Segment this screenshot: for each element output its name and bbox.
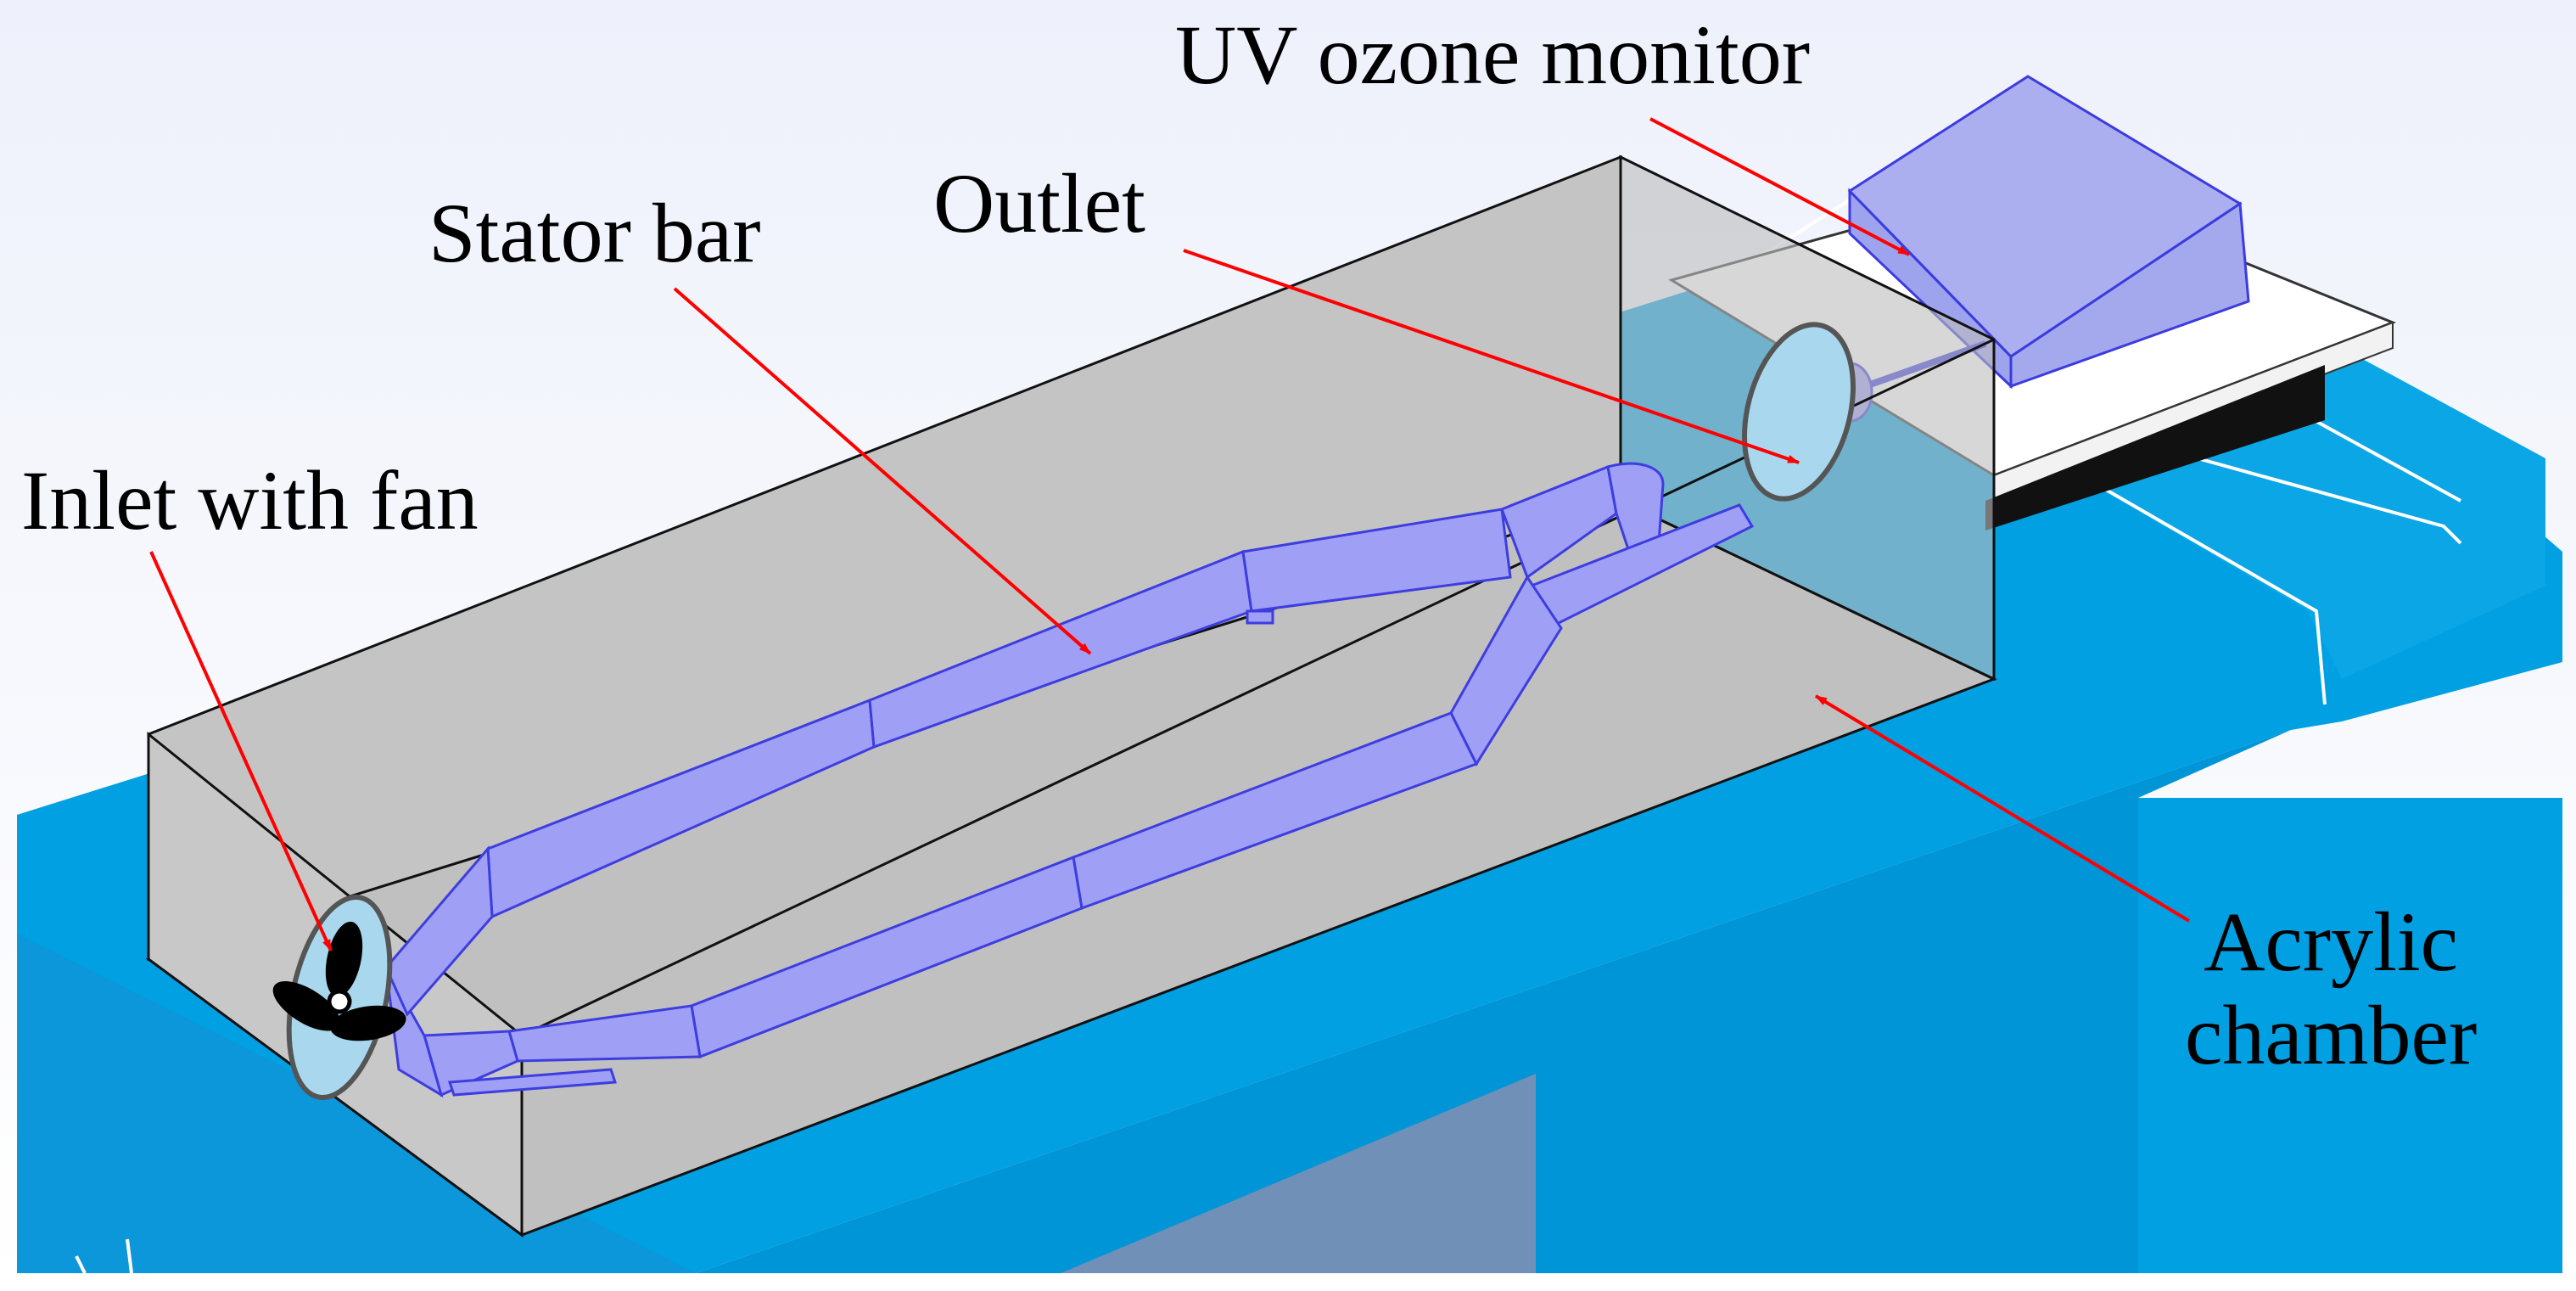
table-side — [696, 730, 2291, 1273]
stator-bend — [384, 845, 494, 1017]
stator-lead — [447, 1068, 618, 1097]
window-panel — [1061, 1074, 1536, 1273]
stator-bar-label: Stator bar — [428, 186, 761, 280]
table-detail — [126, 1238, 133, 1274]
uv-monitor-side — [2009, 201, 2250, 389]
fan-blades — [272, 921, 406, 1041]
arrow-outlet — [1183, 249, 1800, 464]
platform-black-side — [1985, 365, 2325, 530]
inlet-fan — [272, 895, 406, 1100]
shelf-edge-2 — [2197, 457, 2462, 545]
table-detail — [75, 1255, 87, 1274]
outlet-disc — [1741, 322, 1856, 502]
acrylic-chamber-label: Acrylic chamber — [2185, 895, 2477, 1082]
outlet-ring — [1741, 322, 1856, 502]
acrylic-chamber-line1: Acrylic — [2204, 895, 2459, 989]
monitor-platform — [1668, 75, 2397, 530]
table-lower-right — [2138, 798, 2562, 1273]
acrylic-chamber-line2: chamber — [2185, 988, 2478, 1082]
uv-ozone-monitor-label: UV ozone monitor — [1175, 8, 1811, 102]
shelf-edge-1 — [2095, 482, 2327, 705]
stator-clip — [1246, 609, 1274, 625]
stator-bar — [384, 462, 1755, 1098]
arrow-inlet — [149, 551, 333, 951]
arrow-stator-bar — [673, 287, 1092, 655]
arrow-uv-monitor — [1649, 117, 1910, 256]
outlet-label: Outlet — [933, 156, 1145, 250]
inlet-with-fan-label: Inlet with fan — [21, 453, 479, 547]
stator-segment — [1241, 508, 1512, 613]
annotation-arrows — [149, 117, 2191, 951]
shelf-edge-3 — [2290, 406, 2461, 502]
arrow-chamber — [1814, 694, 2191, 923]
